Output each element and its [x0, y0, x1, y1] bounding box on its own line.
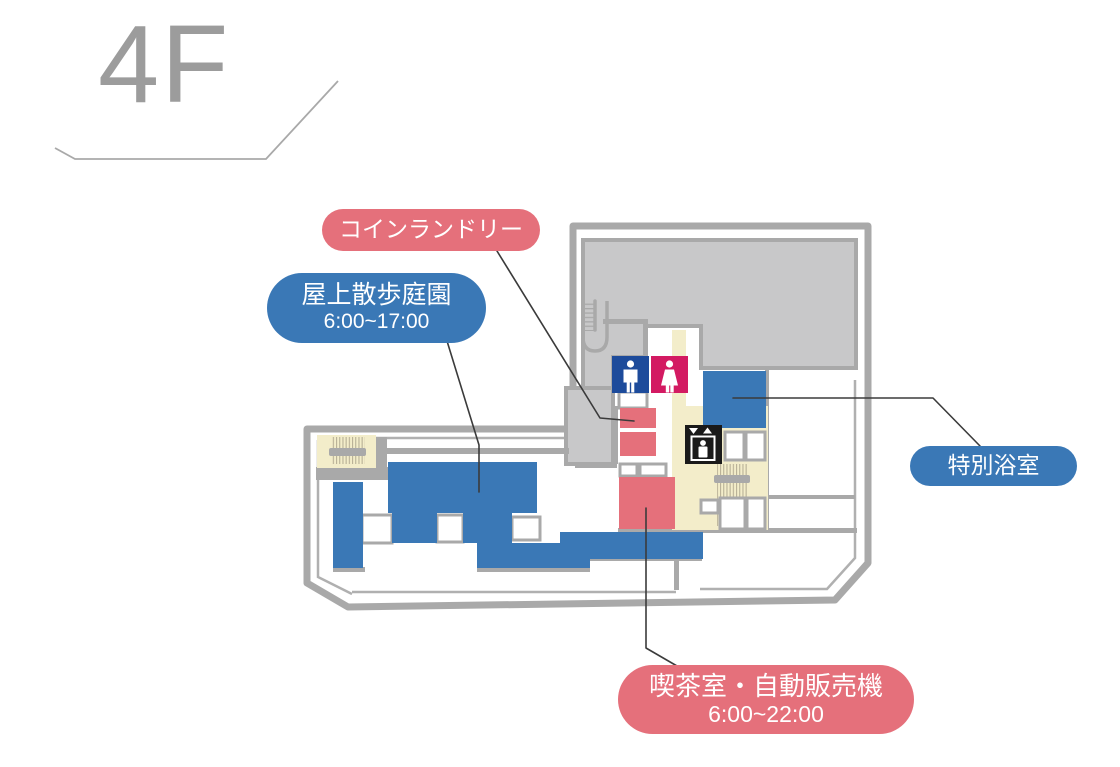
elevator-icon	[685, 425, 722, 464]
west-stairs	[329, 437, 366, 464]
floor-mark-underline	[54, 80, 339, 160]
coin-laundry-label: コインランドリー	[322, 209, 540, 251]
special-bath-label: 特別浴室	[910, 446, 1077, 486]
coin-laundry-label-text: コインランドリー	[339, 216, 523, 243]
rooftop-garden-hours: 6:00~17:00	[323, 310, 430, 334]
rooftop-garden-leader-line	[446, 340, 480, 493]
inner-wall-lines	[316, 380, 857, 596]
cafe-vending-label: 喫茶室・自動販売機 6:00~22:00	[618, 665, 914, 734]
rooftop-garden-area	[333, 462, 703, 568]
rooftop-garden-label: 屋上散歩庭園 6:00~17:00	[267, 273, 486, 343]
laundry-room-2	[620, 432, 656, 456]
special-bath-leader-line	[732, 397, 981, 447]
coin-laundry-leader-line	[496, 250, 635, 422]
special-bath-label-text: 特別浴室	[947, 452, 1040, 479]
floor-number: 4F	[98, 3, 231, 126]
cafe-leader-line	[645, 507, 678, 667]
cafe-room	[619, 477, 675, 529]
coin-laundry-room	[620, 408, 656, 428]
male-restroom-icon	[612, 356, 649, 393]
small-rooms	[360, 390, 767, 545]
rooftop-garden-label-text: 屋上散歩庭園	[301, 280, 452, 309]
roof-stairs	[581, 299, 648, 358]
cafe-vending-label-text: 喫茶室・自動販売機	[648, 670, 883, 701]
special-bath-room	[703, 371, 766, 428]
cafe-vending-hours: 6:00~22:00	[708, 701, 824, 728]
female-restroom-icon	[651, 356, 688, 393]
roof-area-lower-column	[564, 386, 615, 466]
